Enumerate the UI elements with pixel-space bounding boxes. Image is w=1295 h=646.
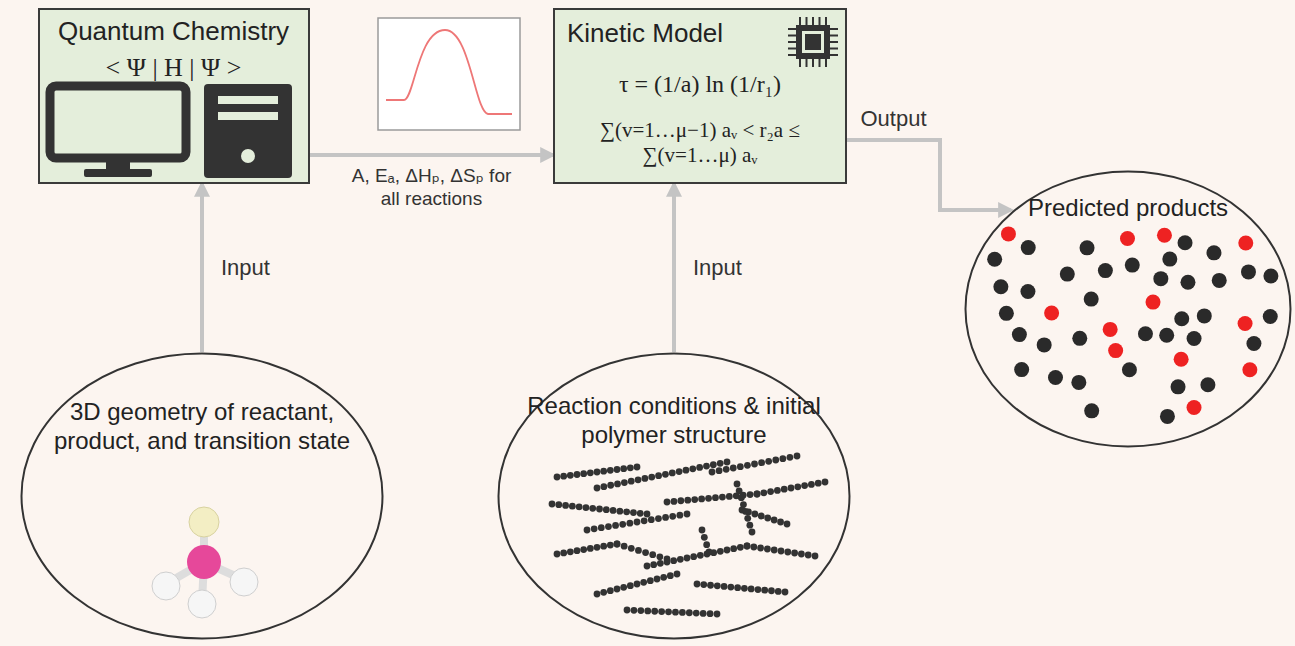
node-title: Kinetic Model [567, 18, 777, 49]
node-title: 3D geometry of reactant, product, and tr… [52, 398, 352, 456]
molecule-model [144, 502, 264, 622]
flow-arrow [847, 140, 1011, 210]
process-box: Quantum Chemistry < Ψ | H | Ψ > [38, 8, 310, 184]
formula-text: ∑(v=1…μ−1) aᵥ < r₂a ≤ ∑(v=1…μ) aᵥ [563, 118, 837, 168]
formula-text: < Ψ | H | Ψ > [40, 52, 307, 83]
node-title: Quantum Chemistry [40, 16, 307, 47]
flow-arrow [200, 184, 204, 352]
ellipse-node: 3D geometry of reactant, product, and tr… [20, 352, 384, 640]
node-title: Reaction conditions & initial polymer st… [524, 392, 824, 450]
formula-text: τ = (1/a) ln (1/r₁) [563, 70, 837, 99]
chip-icon [787, 16, 839, 68]
flow-arrow [310, 153, 553, 157]
ellipse-node: Predicted products [964, 170, 1292, 448]
flow-arrow [672, 184, 676, 352]
ellipse-node: Reaction conditions & initial polymer st… [497, 352, 851, 640]
energy-plot [378, 18, 520, 130]
edge-label: Input [218, 255, 273, 281]
edge-label: Output [857, 106, 929, 132]
node-title: Predicted products [1008, 194, 1248, 223]
edge-label: Input [690, 255, 745, 281]
process-box: Kinetic Model τ = (1/a) ln (1/r₁) ∑(v=1…μ−… [553, 8, 847, 184]
edge-label: A, Eₐ, ΔHₚ, ΔSₚ for all reactions [339, 165, 525, 211]
computer-icon [46, 82, 306, 182]
